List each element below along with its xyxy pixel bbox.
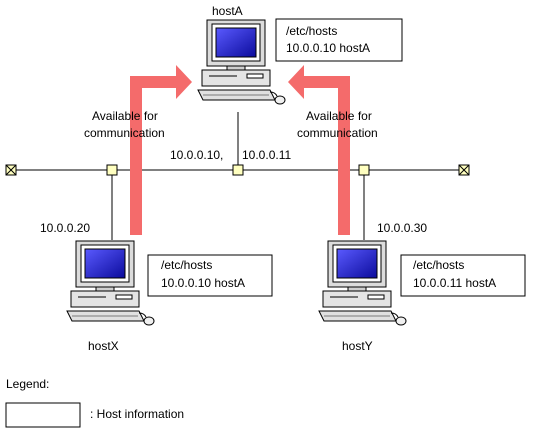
hostX-label: hostX: [88, 339, 119, 353]
arrow-left-label-2: communication: [84, 126, 165, 140]
hostA-hosts-entry: 10.0.0.10 hostA: [286, 41, 370, 55]
hostA-hosts-title: /etc/hosts: [286, 24, 337, 38]
terminator-left: [5, 164, 17, 176]
node-hostA: [232, 164, 244, 176]
hostX-hosts-title: /etc/hosts: [161, 258, 212, 272]
hostX-ip: 10.0.0.20: [40, 221, 90, 235]
arrow-hostX-to-hostA: [130, 65, 192, 235]
computer-hostY-icon: [318, 240, 407, 326]
terminator-right: [458, 164, 470, 176]
computer-hostX-icon: [66, 240, 155, 326]
hostA-label: hostA: [212, 4, 243, 18]
hostY-hosts-title: /etc/hosts: [413, 258, 464, 272]
legend-host-info: : Host information: [90, 407, 184, 421]
legend-title: Legend:: [6, 377, 49, 391]
hostX-hosts-entry: 10.0.0.10 hostA: [161, 276, 245, 290]
arrow-right-label-1: Available for: [306, 109, 372, 123]
arrow-left-label-1: Available for: [92, 109, 158, 123]
hostA-info-box: [275, 18, 403, 62]
node-hostY: [358, 164, 370, 176]
arrow-hostY-to-hostA: [288, 65, 350, 235]
arrow-right-label-2: communication: [297, 126, 378, 140]
legend-box: [5, 402, 81, 428]
hostA-ip-2: 10.0.0.11: [242, 148, 291, 162]
hostA-ip-1: 10.0.0.10,: [170, 148, 223, 162]
hostX-info-box: [147, 254, 273, 297]
hostY-hosts-entry: 10.0.0.11 hostA: [413, 276, 496, 290]
hostY-ip: 10.0.0.30: [377, 221, 427, 235]
hostY-label: hostY: [342, 339, 373, 353]
hostY-info-box: [400, 254, 526, 297]
computer-hostA-icon: [197, 19, 286, 105]
node-hostX: [106, 164, 118, 176]
